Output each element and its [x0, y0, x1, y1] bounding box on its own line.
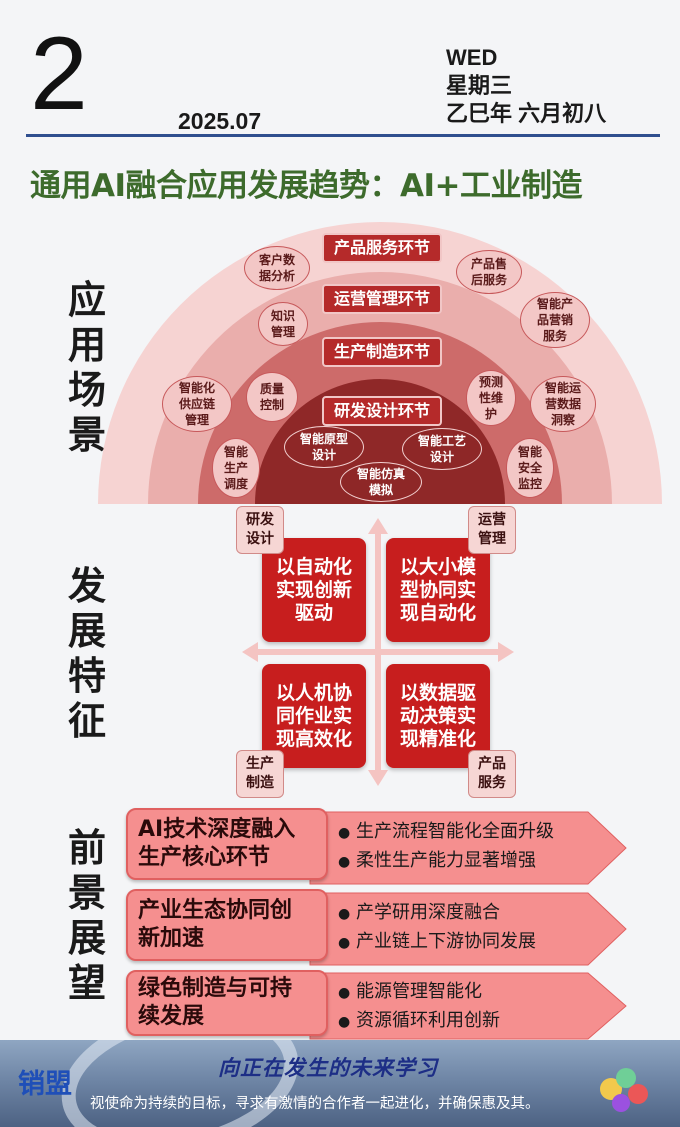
- date-day: 2: [30, 16, 88, 132]
- corner-rnd-design: 研发 设计: [236, 506, 284, 554]
- section-label-features: 发 展 特 征: [67, 564, 106, 743]
- date-year-month: 2025.07: [178, 108, 262, 134]
- page-title: 通用AI融合应用发展趋势：AI+工业制造: [30, 168, 583, 204]
- lunar-date: 乙巳年 六月初八: [446, 101, 607, 126]
- outlook-points-3: ●能源管理智能化 ●资源循环利用创新: [338, 978, 500, 1036]
- feature-box-model-collab: 以大小模 型协同实 现自动化: [386, 538, 490, 642]
- feature-box-automation: 以自动化 实现创新 驱动: [262, 538, 366, 642]
- item-quality-control: 质量 控制: [246, 372, 298, 422]
- item-simulation: 智能仿真 模拟: [340, 462, 422, 502]
- banner-subtitle: 视使命为持续的目标，寻求有激情的合作者一起进化，并确保惠及其。: [90, 1096, 540, 1112]
- item-production-scheduling: 智能 生产 调度: [212, 438, 260, 498]
- banner-slogan: 向正在发生的未来学习: [218, 1055, 438, 1080]
- ring-core: [255, 379, 505, 504]
- outlook-points-1: ●生产流程智能化全面升级 ●柔性生产能力显著增强: [338, 818, 554, 876]
- corner-product-service: 产品 服务: [468, 750, 516, 798]
- outlook-point: ●资源循环利用创新: [338, 1007, 500, 1036]
- date-right-block: WED 星期三 乙巳年 六月初八: [446, 44, 606, 128]
- item-supply-chain: 智能化 供应链 管理: [162, 376, 232, 432]
- header-divider: [26, 134, 660, 137]
- stage-manufacturing: 生产制造环节: [322, 337, 442, 367]
- item-after-sales-service: 产品售 后服务: [456, 250, 522, 294]
- item-knowledge-management: 知识 管理: [258, 302, 308, 346]
- outlook-point: ●生产流程智能化全面升级: [338, 818, 554, 847]
- stage-product-service: 产品服务环节: [322, 233, 442, 263]
- weekday-en: WED: [446, 45, 498, 70]
- corner-manufacturing: 生产 制造: [236, 750, 284, 798]
- footer-banner: 销盟 向正在发生的未来学习 视使命为持续的目标，寻求有激情的合作者一起进化，并确…: [0, 1040, 680, 1127]
- outlook-points-2: ●产学研用深度融合 ●产业链上下游协同发展: [338, 899, 536, 957]
- item-smart-marketing: 智能产 品营销 服务: [520, 292, 590, 348]
- item-operation-insight: 智能运 营数据 洞察: [530, 376, 596, 432]
- outlook-point: ●产业链上下游协同发展: [338, 928, 536, 957]
- outlook-title-1: AI技术深度融入 生产核心环节: [126, 808, 328, 880]
- bullet-icon: ●: [338, 1014, 351, 1030]
- outlook-point: ●能源管理智能化: [338, 978, 500, 1007]
- bullet-icon: ●: [338, 854, 351, 870]
- brand-logo: 销盟: [18, 1069, 72, 1100]
- section-label-application: 应 用 场 景: [67, 278, 106, 457]
- section-label-outlook: 前 景 展 望: [67, 826, 106, 1005]
- brand-badge-icon: [598, 1066, 654, 1116]
- bullet-icon: ●: [338, 935, 351, 951]
- item-predictive-maintenance: 预测 性维 护: [466, 370, 516, 426]
- stage-operation-management: 运营管理环节: [322, 284, 442, 314]
- bullet-icon: ●: [338, 906, 351, 922]
- outlook-title-2: 产业生态协同创 新加速: [126, 889, 328, 961]
- weekday-cn: 星期三: [446, 73, 513, 98]
- corner-operation-management: 运营 管理: [468, 506, 516, 554]
- outlook-point: ●柔性生产能力显著增强: [338, 847, 554, 876]
- bullet-icon: ●: [338, 825, 351, 841]
- outlook-point: ●产学研用深度融合: [338, 899, 536, 928]
- item-process-design: 智能工艺 设计: [402, 428, 482, 470]
- item-customer-data-analysis: 客户数 据分析: [244, 246, 310, 290]
- feature-box-data-driven: 以数据驱 动决策实 现精准化: [386, 664, 490, 768]
- stage-rnd-design: 研发设计环节: [322, 396, 442, 426]
- item-safety-monitoring: 智能 安全 监控: [506, 438, 554, 498]
- outlook-title-3: 绿色制造与可持 续发展: [126, 970, 328, 1036]
- item-prototype-design: 智能原型 设计: [284, 426, 364, 468]
- bullet-icon: ●: [338, 985, 351, 1001]
- feature-axes: [242, 518, 514, 786]
